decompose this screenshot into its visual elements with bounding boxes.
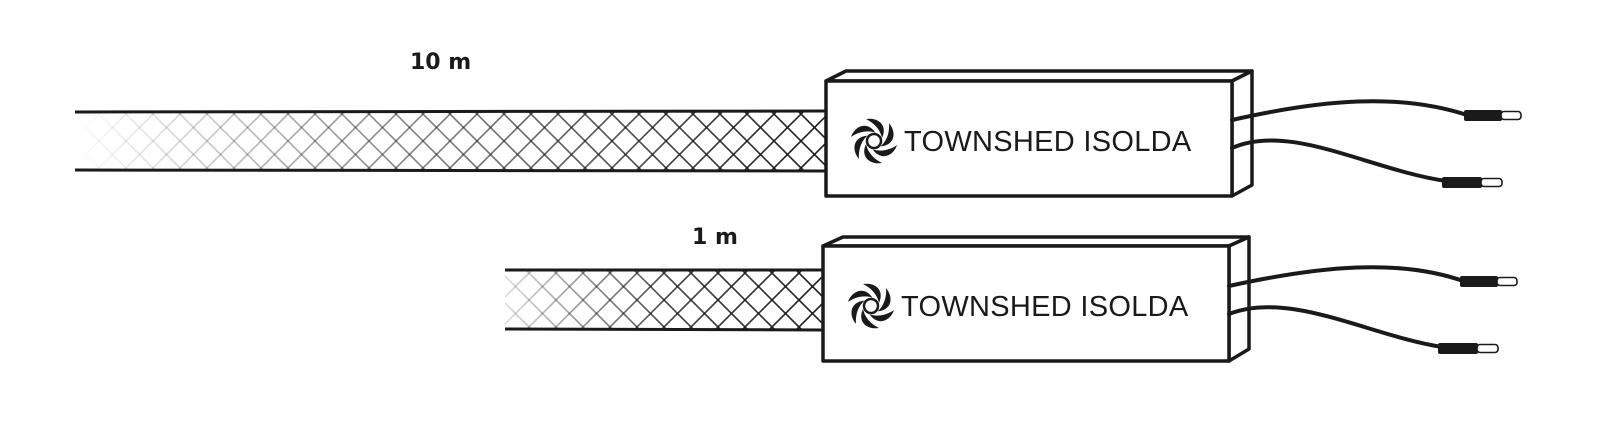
braid-strand — [365, 111, 427, 171]
swirl-blade — [861, 309, 879, 329]
braid-strand — [203, 111, 265, 171]
wire-lower — [1230, 138, 1448, 183]
swirl-blade — [850, 125, 876, 137]
braid-strand — [795, 270, 823, 330]
braid-strand — [505, 270, 506, 330]
cable-length-label: 10 m — [410, 50, 471, 75]
braid-strand — [392, 111, 454, 171]
plug-lower-icon — [1438, 343, 1499, 354]
braid-strand — [741, 270, 803, 330]
braid-strand — [176, 111, 238, 171]
braid-strand — [716, 111, 778, 171]
swirl-blade — [869, 310, 895, 322]
sleeve-bottom-edge — [74, 168, 827, 173]
braided-sleeve — [504, 268, 824, 332]
braid-strand — [95, 111, 157, 171]
box-front-face — [821, 244, 1231, 363]
braid-strand — [714, 270, 776, 330]
braid-strand — [75, 111, 76, 171]
output-wires — [1227, 265, 1518, 354]
braid-strand — [743, 111, 805, 171]
braid-strand — [795, 270, 823, 330]
swirl-blade — [864, 144, 882, 164]
wire-lower — [1227, 305, 1444, 349]
braid-strand — [122, 111, 184, 171]
braid-strand — [797, 111, 826, 171]
braid-strand — [75, 111, 103, 171]
swirl-center — [865, 132, 883, 150]
braid-strand — [581, 111, 643, 171]
connector-box — [821, 235, 1251, 363]
braid-strand — [525, 270, 587, 330]
braid-strand — [284, 111, 346, 171]
braided-sleeve — [74, 109, 827, 173]
swirl-blade — [863, 283, 881, 303]
braid-strand — [473, 111, 535, 171]
output-wires — [1230, 99, 1522, 188]
swirl-logo-icon — [847, 283, 895, 329]
sleeve-top-edge — [74, 109, 827, 114]
swirl-center — [862, 297, 880, 315]
swirl-logo-icon — [850, 118, 898, 164]
wire-upper — [1227, 265, 1468, 288]
braid-strand — [635, 111, 697, 171]
braid-strand — [505, 270, 506, 330]
swirl-blade — [880, 123, 894, 147]
braid-strand — [230, 111, 292, 171]
braid-strand — [554, 111, 616, 171]
box-side-face — [1230, 69, 1254, 198]
braid-strand — [338, 111, 400, 171]
wire-upper — [1230, 99, 1472, 122]
braid-strand — [633, 270, 695, 330]
swirl-blade — [866, 118, 884, 138]
braid-strand — [75, 111, 76, 171]
braid-strand — [687, 270, 749, 330]
braid-strand — [500, 111, 562, 171]
braid-strand — [75, 111, 103, 171]
braid-strand — [527, 111, 589, 171]
cable-1m: 1 m TOWNSHED ISOLDA — [504, 225, 1518, 363]
connector-box — [824, 69, 1254, 198]
braid-strand — [662, 111, 724, 171]
box-side-face — [1227, 235, 1251, 363]
braid-strand — [257, 111, 319, 171]
braid-strand — [608, 111, 670, 171]
braid-strand — [505, 270, 560, 330]
braid-strand — [606, 270, 668, 330]
braid-strand — [660, 270, 722, 330]
braid-strand — [149, 111, 211, 171]
swirl-blade — [847, 290, 873, 302]
plug-upper-icon — [1464, 110, 1522, 121]
plug-lower-icon — [1442, 177, 1503, 188]
swirl-blade — [877, 288, 891, 312]
sleeve-bottom-edge — [504, 327, 824, 332]
braid-strand — [689, 111, 751, 171]
braid-strand — [579, 270, 641, 330]
braid-strand — [505, 270, 533, 330]
swirl-blade — [851, 300, 865, 324]
brand-label: TOWNSHED ISOLDA — [901, 291, 1189, 323]
braid-strand — [552, 270, 614, 330]
cable-10m: 10 m TOWNSHED ISOLDA — [74, 50, 1522, 198]
swirl-blade — [854, 135, 868, 159]
braid-strand — [505, 270, 533, 330]
braid-strand — [419, 111, 481, 171]
swirl-blade — [872, 145, 898, 157]
braid-strand — [75, 111, 130, 171]
braid-strand — [446, 111, 508, 171]
braid-strand — [768, 270, 823, 330]
brand-label: TOWNSHED ISOLDA — [904, 126, 1192, 158]
braid-strand — [770, 111, 826, 171]
braid-strand — [797, 111, 826, 171]
cable-length-label: 1 m — [692, 225, 738, 250]
plug-upper-icon — [1460, 276, 1518, 287]
box-front-face — [824, 79, 1234, 198]
braid-strand — [311, 111, 373, 171]
